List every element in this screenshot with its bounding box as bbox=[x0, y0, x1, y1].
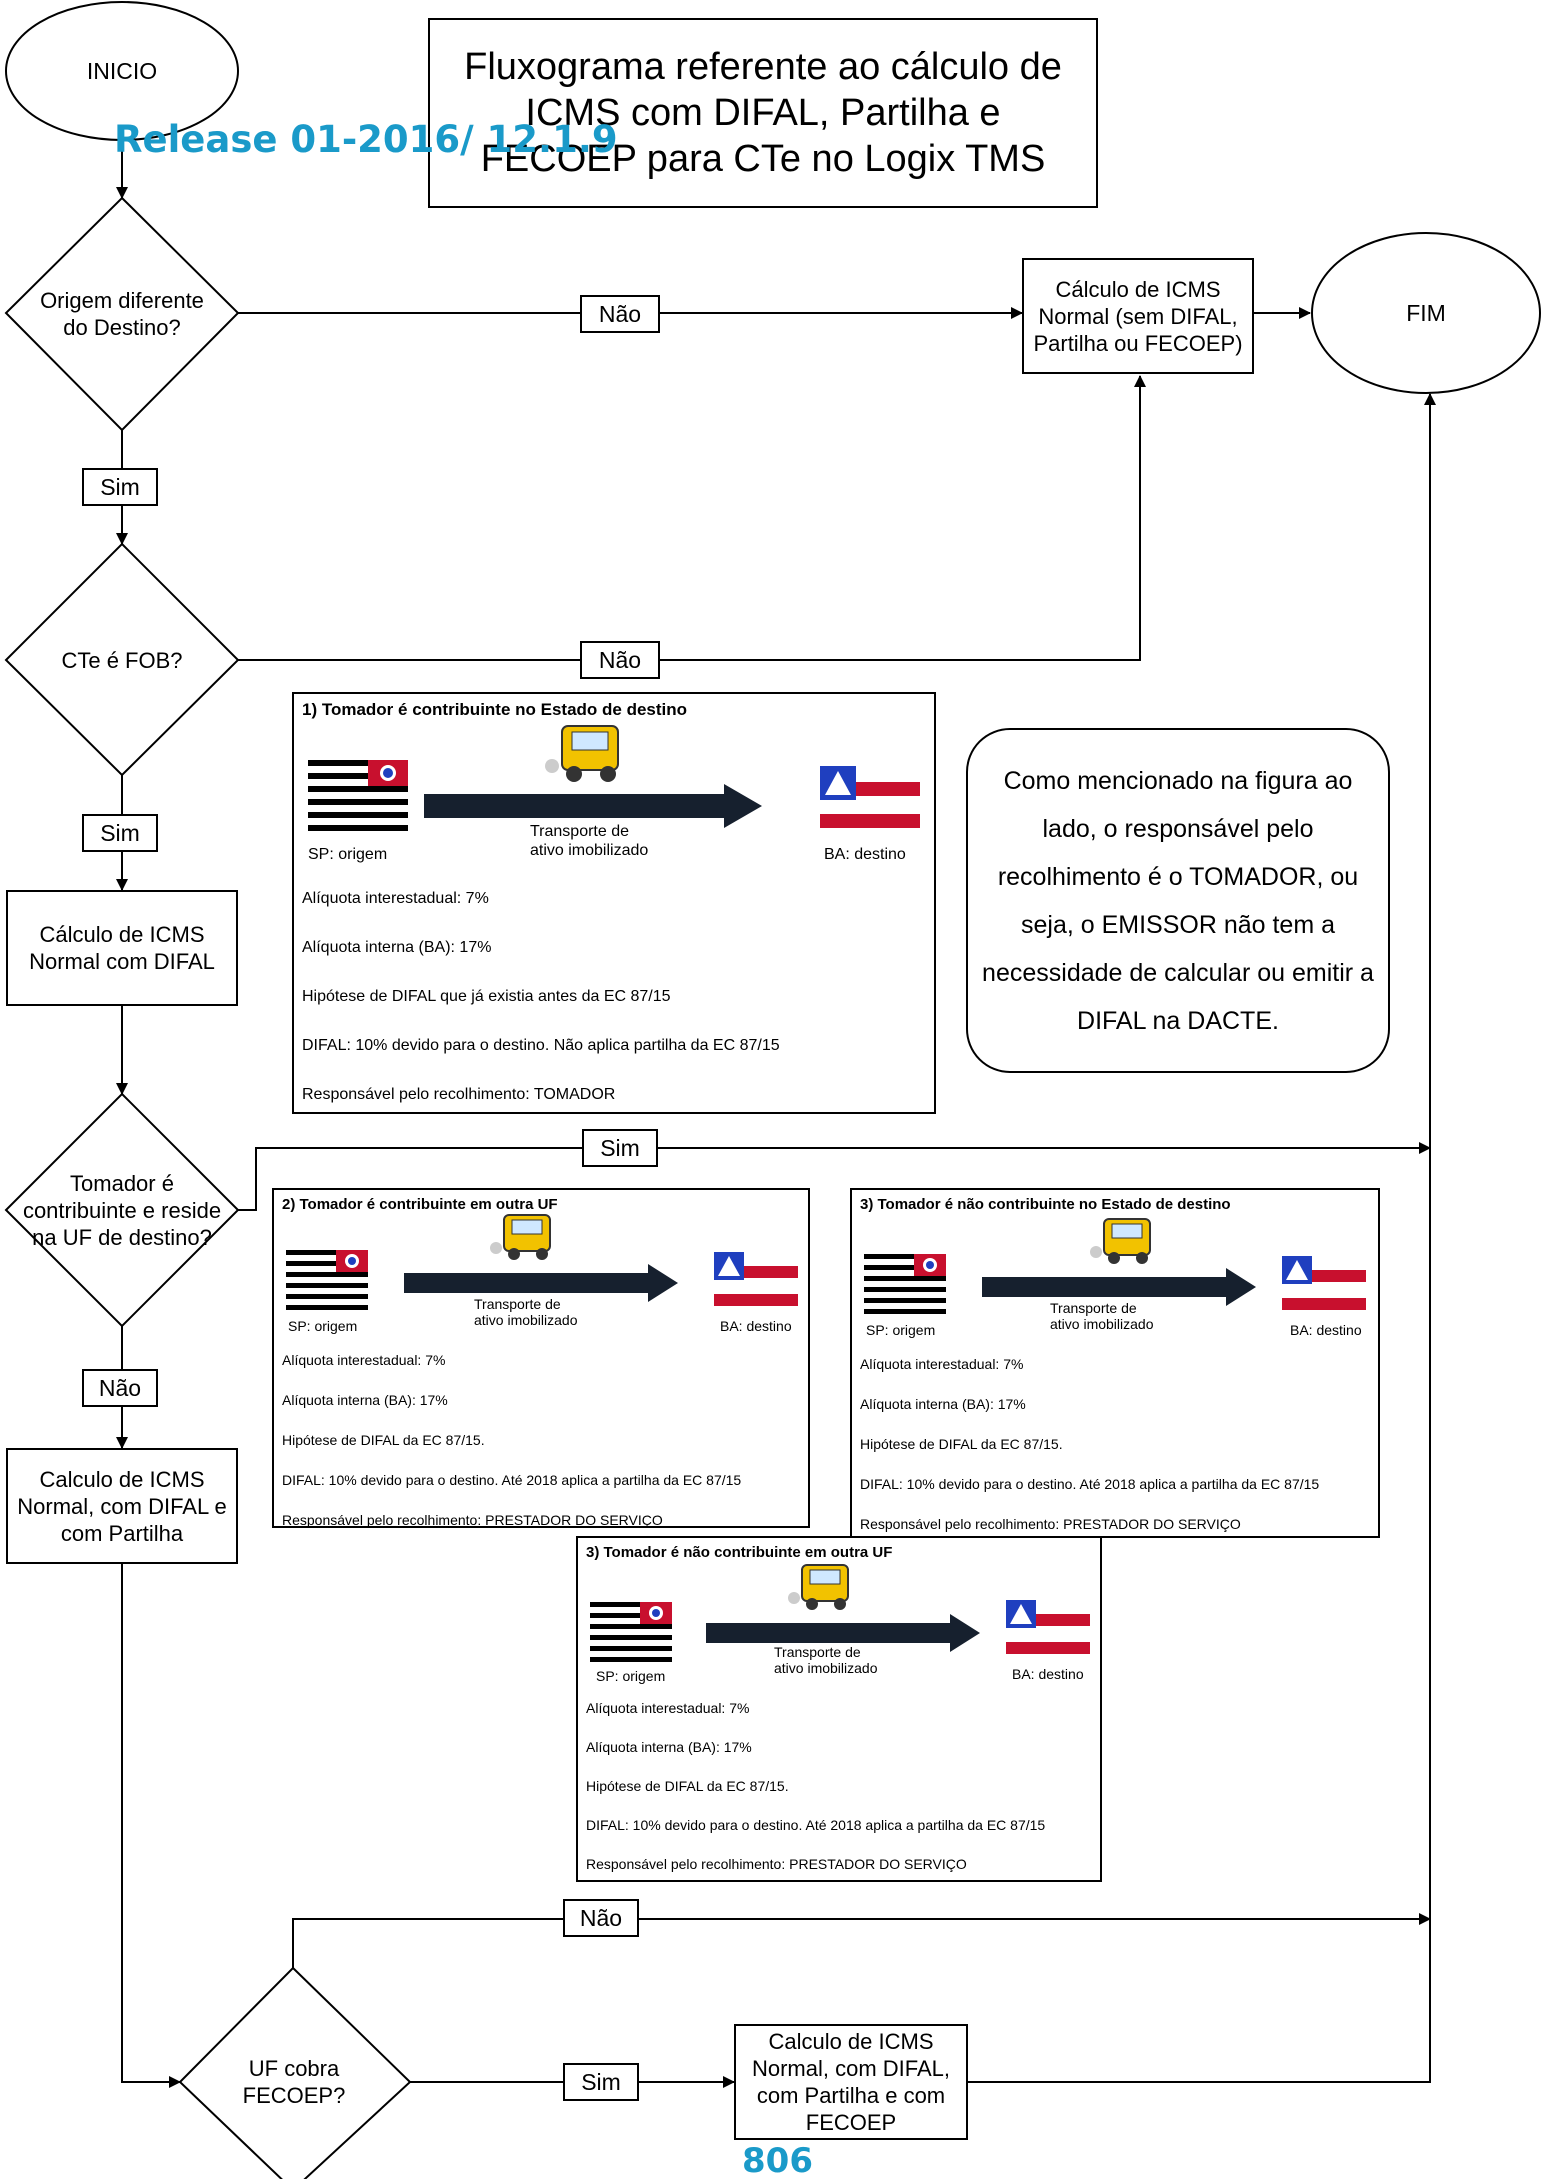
scenario-panel-2: 2) Tomador é contribuinte em outra UF SP… bbox=[272, 1188, 810, 1528]
origin-label: SP: origem bbox=[288, 1318, 358, 1334]
edge-label-d3-nao: Não bbox=[82, 1369, 158, 1407]
edge-fecoep-to-right bbox=[968, 1919, 1431, 2083]
panel-line: Alíquota interestadual: 7% bbox=[282, 1352, 446, 1368]
edge-label-d1-nao: Não bbox=[580, 295, 660, 333]
edge-label-d4-nao: Não bbox=[563, 1899, 639, 1937]
destination-label: BA: destino bbox=[1290, 1322, 1362, 1338]
origin-label: SP: origem bbox=[866, 1322, 936, 1338]
decision-uf-fecoep: UF cobra FECOEP? bbox=[242, 2056, 346, 2108]
panel-line: Responsável pelo recolhimento: PRESTADOR… bbox=[282, 1512, 663, 1528]
edge-partilha-to-d4 bbox=[121, 1564, 181, 2088]
process-icms-fecoep: Calculo de ICMS Normal, com DIFAL, com P… bbox=[734, 2024, 968, 2140]
decision-cte-fob: CTe é FOB? bbox=[61, 647, 183, 673]
process-icms-difal: Cálculo de ICMS Normal com DIFAL bbox=[6, 890, 238, 1006]
panel-line: DIFAL: 10% devido para o destino. Até 20… bbox=[586, 1817, 1046, 1833]
transport-label: Transporte de ativo imobilizado bbox=[474, 1296, 578, 1328]
transport-arrow-icon bbox=[424, 784, 762, 828]
transport-label: Transporte de ativo imobilizado bbox=[530, 823, 649, 859]
destination-label: BA: destino bbox=[720, 1318, 792, 1334]
decision-origin-differs: Origem diferente do Destino? bbox=[40, 288, 204, 340]
panel-line: Hipótese de DIFAL da EC 87/15. bbox=[860, 1436, 1063, 1452]
note-callout: Como mencionado na figura ao lado, o res… bbox=[966, 728, 1390, 1073]
panel-line: Alíquota interna (BA): 17% bbox=[282, 1392, 448, 1408]
origin-label: SP: origem bbox=[596, 1668, 666, 1684]
process-icms-normal: Cálculo de ICMS Normal (sem DIFAL, Parti… bbox=[1022, 258, 1254, 374]
sp-flag-icon bbox=[864, 1254, 946, 1314]
truck-icon bbox=[545, 725, 619, 782]
page-number: 806 bbox=[742, 2141, 813, 2181]
transport-label: Transporte de ativo imobilizado bbox=[774, 1644, 878, 1676]
ba-flag-icon bbox=[1006, 1600, 1090, 1656]
origin-label: SP: origem bbox=[308, 846, 388, 863]
transport-arrow-icon bbox=[706, 1614, 980, 1652]
edge-d3-sim bbox=[238, 1142, 1431, 1211]
release-label: Release 01-2016/ 12.1.9 bbox=[114, 118, 618, 161]
edge-label-d2-sim: Sim bbox=[82, 814, 158, 852]
ba-flag-icon bbox=[1282, 1256, 1366, 1312]
scenario-panel-1: 1) Tomador é contribuinte no Estado de d… bbox=[292, 692, 936, 1114]
panel-line: DIFAL: 10% devido para o destino. Até 20… bbox=[282, 1472, 742, 1488]
process-icms-partilha: Calculo de ICMS Normal, com DIFAL e com … bbox=[6, 1448, 238, 1564]
diagram-title: Fluxograma referente ao cálculo de ICMS … bbox=[428, 18, 1098, 208]
truck-icon bbox=[1090, 1218, 1151, 1264]
panel-line: Responsável pelo recolhimento: TOMADOR bbox=[302, 1086, 616, 1103]
ba-flag-icon bbox=[714, 1252, 798, 1308]
panel-line: Hipótese de DIFAL da EC 87/15. bbox=[586, 1778, 789, 1794]
panel-heading: 3) Tomador é não contribuinte em outra U… bbox=[586, 1544, 893, 1561]
panel-line: Alíquota interestadual: 7% bbox=[586, 1700, 750, 1716]
panel-line: Responsável pelo recolhimento: PRESTADOR… bbox=[860, 1516, 1241, 1532]
start-terminal: INICIO bbox=[86, 57, 158, 84]
destination-label: BA: destino bbox=[1012, 1666, 1084, 1682]
scenario-panel-3: 3) Tomador é não contribuinte no Estado … bbox=[850, 1188, 1380, 1538]
decision-tomador-contribuinte: Tomador é contribuinte e reside na UF de… bbox=[22, 1170, 222, 1250]
sp-flag-icon bbox=[286, 1250, 368, 1310]
transport-arrow-icon bbox=[982, 1268, 1256, 1306]
decision-d1-shape bbox=[4, 196, 240, 432]
transport-label: Transporte de ativo imobilizado bbox=[1050, 1300, 1154, 1332]
end-terminal: FIM bbox=[1406, 299, 1446, 326]
ba-flag-icon bbox=[820, 766, 920, 832]
decision-d3-shape bbox=[4, 1092, 240, 1328]
panel-line: DIFAL: 10% devido para o destino. Até 20… bbox=[860, 1476, 1320, 1492]
panel-line: Responsável pelo recolhimento: PRESTADOR… bbox=[586, 1856, 967, 1872]
panel-line: Alíquota interna (BA): 17% bbox=[860, 1396, 1026, 1412]
panel-line: Hipótese de DIFAL da EC 87/15. bbox=[282, 1432, 485, 1448]
sp-flag-icon bbox=[308, 760, 408, 831]
edge-d4-nao bbox=[292, 1913, 1431, 1968]
panel-line: Alíquota interna (BA): 17% bbox=[586, 1739, 752, 1755]
panel-heading: 3) Tomador é não contribuinte no Estado … bbox=[860, 1196, 1231, 1213]
panel-heading: 2) Tomador é contribuinte em outra UF bbox=[282, 1196, 558, 1213]
truck-icon bbox=[490, 1214, 551, 1260]
truck-icon bbox=[788, 1564, 849, 1610]
start-terminal-shape bbox=[5, 1, 239, 141]
panel-line: Hipótese de DIFAL que já existia antes d… bbox=[302, 988, 671, 1005]
decision-d2-shape bbox=[4, 542, 240, 777]
edge-label-d3-sim: Sim bbox=[582, 1129, 658, 1167]
panel-line: Alíquota interestadual: 7% bbox=[302, 890, 489, 907]
scenario-panel-4: 3) Tomador é não contribuinte em outra U… bbox=[576, 1536, 1102, 1882]
edge-label-d2-nao: Não bbox=[580, 641, 660, 679]
panel-line: Alíquota interestadual: 7% bbox=[860, 1356, 1024, 1372]
panel-line: DIFAL: 10% devido para o destino. Não ap… bbox=[302, 1037, 780, 1054]
end-terminal-shape bbox=[1311, 232, 1541, 394]
edge-d2-nao bbox=[238, 375, 1146, 661]
transport-arrow-icon bbox=[404, 1264, 678, 1302]
destination-label: BA: destino bbox=[824, 846, 906, 863]
panel-line: Alíquota interna (BA): 17% bbox=[302, 939, 492, 956]
panel-heading: 1) Tomador é contribuinte no Estado de d… bbox=[302, 700, 688, 719]
edge-label-d1-sim: Sim bbox=[82, 468, 158, 506]
sp-flag-icon bbox=[590, 1602, 672, 1662]
edge-label-d4-sim: Sim bbox=[563, 2063, 639, 2101]
decision-d4-shape bbox=[178, 1966, 412, 2179]
